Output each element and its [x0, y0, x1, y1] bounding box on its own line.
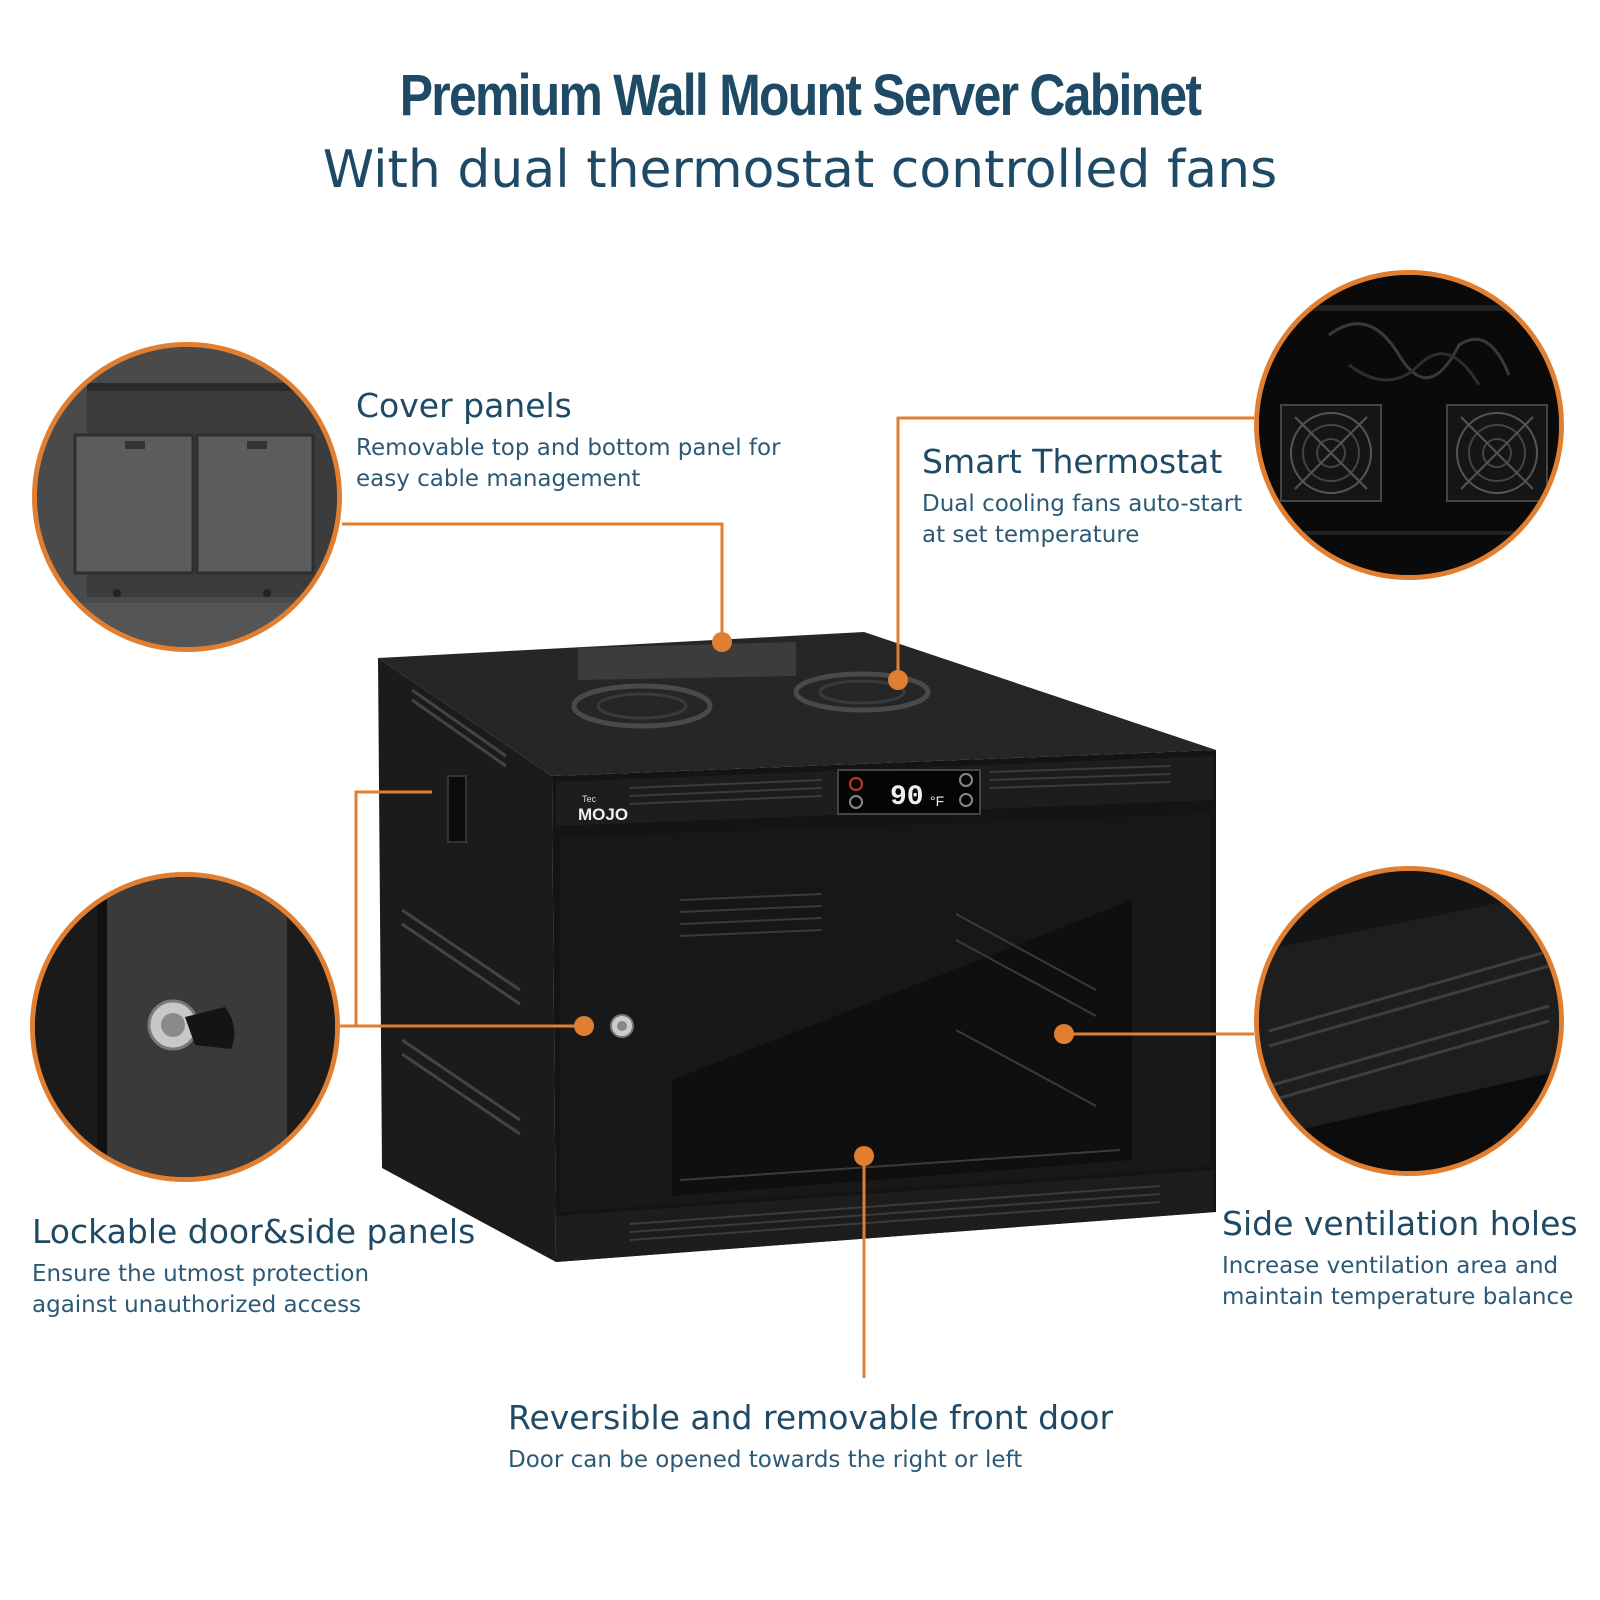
thermostat-connector	[896, 416, 1254, 680]
fan-icon	[571, 683, 713, 729]
callout-heading: Smart Thermostat	[922, 442, 1223, 481]
callout-cover-panels: Cover panels Removable top and bottom pa…	[356, 386, 781, 495]
set-icon	[849, 795, 863, 809]
display-temperature: 90	[890, 782, 924, 813]
callout-lockable-door: Lockable door&side panels Ensure the utm…	[32, 1212, 475, 1321]
fan-icon	[1446, 404, 1548, 502]
lock-marker	[574, 1016, 594, 1036]
description-line: Removable top and bottom panel for	[356, 435, 781, 461]
brand-logo: MOJO	[578, 805, 628, 824]
callout-heading: Cover panels	[356, 386, 572, 425]
description-line: Dual cooling fans auto-start	[922, 491, 1243, 517]
callout-description: Ensure the utmost protection against una…	[32, 1259, 475, 1321]
thermostat-marker	[888, 670, 908, 690]
fan-icon	[1280, 404, 1382, 502]
brand-prefix: Tec	[582, 794, 597, 804]
thermostat-display	[837, 769, 981, 815]
callout-description: Dual cooling fans auto-start at set temp…	[922, 489, 1242, 551]
callout-side-ventilation: Side ventilation holes Increase ventilat…	[1222, 1204, 1578, 1313]
callout-description: Door can be opened towards the right or …	[508, 1445, 1113, 1476]
cover-panels-zoom-image	[32, 342, 342, 652]
fan-icon	[793, 671, 931, 713]
callout-front-door: Reversible and removable front door Door…	[508, 1398, 1113, 1476]
description-line: Door can be opened towards the right or …	[508, 1447, 1023, 1473]
description-line: easy cable management	[356, 466, 641, 492]
top-cover-panel	[578, 642, 796, 680]
side-ventilation-zoom-image	[1254, 866, 1564, 1176]
callout-heading: Reversible and removable front door	[508, 1398, 1114, 1437]
callout-smart-thermostat: Smart Thermostat Dual cooling fans auto-…	[922, 442, 1242, 551]
callout-description: Increase ventilation area and maintain t…	[1222, 1251, 1578, 1313]
description-line: Increase ventilation area and	[1222, 1253, 1559, 1279]
page-subtitle: With dual thermostat controlled fans	[322, 140, 1278, 200]
description-line: Ensure the utmost protection	[32, 1261, 370, 1287]
page-title: Premium Wall Mount Server Cabinet	[399, 63, 1202, 128]
callout-heading: Side ventilation holes	[1222, 1204, 1578, 1243]
description-line: at set temperature	[922, 522, 1140, 548]
cover-panels-marker	[712, 632, 732, 652]
description-line: against unauthorized access	[32, 1292, 362, 1318]
lock-connector	[354, 790, 584, 1028]
description-line: maintain temperature balance	[1222, 1284, 1574, 1310]
front-door-marker	[854, 1146, 874, 1166]
callout-heading: Lockable door&side panels	[32, 1212, 476, 1251]
thermostat-fans-zoom-image	[1254, 270, 1564, 580]
up-arrow-icon	[959, 773, 973, 787]
cover-panels-connector	[342, 522, 724, 642]
display-unit: °F	[930, 793, 944, 809]
down-arrow-icon	[959, 793, 973, 807]
callout-description: Removable top and bottom panel for easy …	[356, 433, 781, 495]
power-icon	[849, 777, 863, 791]
lock-zoom-image	[30, 872, 340, 1182]
side-ventilation-marker	[1054, 1024, 1074, 1044]
key-icon	[147, 999, 235, 1051]
